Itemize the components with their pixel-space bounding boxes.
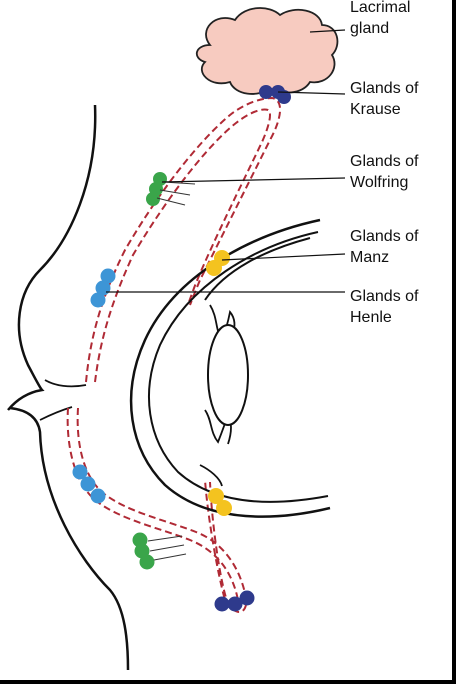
lower-eyelid-skin <box>9 406 130 671</box>
sclera-inner <box>148 231 329 503</box>
iris-lower <box>204 409 232 445</box>
leader-manz <box>221 253 346 261</box>
lacrimal-anatomy-diagram <box>7 7 346 671</box>
glands-of-krause-lower <box>214 590 255 612</box>
leader-wolfring <box>161 177 346 183</box>
glands-of-henle-lower <box>72 464 106 504</box>
label-wolfring-line1: Glands of <box>350 153 419 170</box>
glands-of-henle-upper <box>90 268 116 308</box>
label-krause-line1: Glands of <box>350 80 419 97</box>
lower-eyelid-tarsus <box>199 464 223 487</box>
label-lacrimal-line2: gland <box>350 20 390 37</box>
lens <box>207 324 249 426</box>
label-lacrimal-gland: Lacrimal gland <box>350 0 410 39</box>
lower-eyelid-margin <box>39 406 73 421</box>
leader-krause <box>277 91 346 95</box>
label-wolfring-line2: Wolfring <box>350 174 409 191</box>
label-henle-line2: Henle <box>350 309 392 326</box>
glands-of-wolfring-lower <box>132 532 187 570</box>
lower-conjunctival-sac <box>66 407 248 613</box>
label-manz-line2: Manz <box>350 249 390 266</box>
label-henle-line1: Glands of <box>350 288 419 305</box>
leader-lacrimal <box>309 29 346 33</box>
label-glands-of-krause: Glands of Krause <box>350 78 418 120</box>
glands-of-manz-upper <box>206 250 230 276</box>
lacrimal-gland <box>196 7 339 95</box>
upper-eyelid-skin <box>7 104 97 411</box>
label-glands-of-manz: Glands of Manz <box>350 226 418 268</box>
label-lacrimal-line1: Lacrimal <box>350 0 411 16</box>
label-manz-line1: Glands of <box>350 228 419 245</box>
upper-conjunctival-sac <box>85 96 281 383</box>
cornea <box>204 237 311 301</box>
glands-of-wolfring-upper <box>146 172 196 206</box>
label-krause-line2: Krause <box>350 101 401 118</box>
label-glands-of-henle: Glands of Henle <box>350 286 418 328</box>
glands-of-manz-lower <box>208 488 232 516</box>
label-glands-of-wolfring: Glands of Wolfring <box>350 151 418 193</box>
upper-eyelid-margin <box>44 379 87 388</box>
